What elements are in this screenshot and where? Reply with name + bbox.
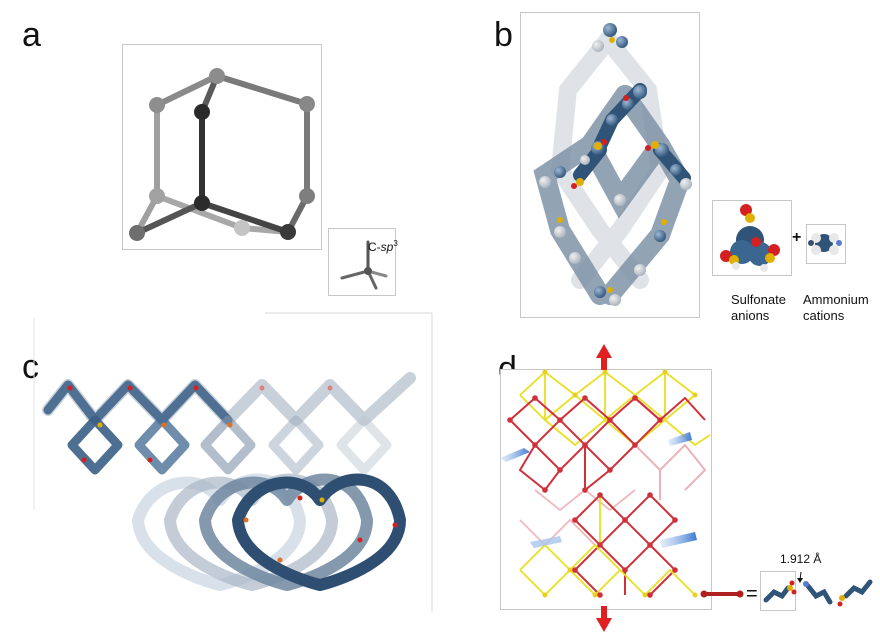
sp3-label-italic: sp bbox=[380, 240, 394, 254]
panel-label-a: a bbox=[22, 16, 41, 54]
framework-atoms bbox=[539, 23, 692, 306]
blue-arrow-left bbox=[500, 448, 530, 462]
sp3-inset-frame bbox=[328, 228, 396, 296]
sp3-label-sup: 3 bbox=[393, 239, 398, 248]
blue-arrow-lower-right bbox=[660, 532, 697, 548]
ammonium-legend-line2: cations bbox=[803, 308, 845, 323]
blue-arrow-right bbox=[668, 432, 692, 446]
sp3-label-prefix: C- bbox=[368, 240, 381, 254]
sulfonate-legend-line1: Sulfonate bbox=[731, 292, 786, 307]
red-arrow-up bbox=[596, 344, 612, 370]
ammonium-cation-model bbox=[808, 233, 842, 255]
equals-sign: = bbox=[746, 583, 758, 605]
ammonium-legend: Ammonium cations bbox=[803, 292, 869, 324]
plus-sign: + bbox=[792, 229, 802, 246]
sulfonate-legend-line2: anions bbox=[731, 308, 770, 323]
sulfonate-legend: Sulfonate anions bbox=[731, 292, 786, 324]
molecule-strip bbox=[763, 571, 873, 607]
panel-label-c: c bbox=[22, 348, 39, 386]
rod-legend-icon bbox=[700, 590, 744, 598]
distance-label: 1.912 Å bbox=[780, 552, 822, 566]
red-arrow-down bbox=[596, 606, 612, 632]
blue-arrow-lower-left bbox=[530, 536, 562, 548]
sulfonate-anion-model bbox=[720, 204, 780, 272]
tetrahedral-node-icon bbox=[340, 240, 388, 290]
ammonium-legend-line1: Ammonium bbox=[803, 292, 869, 307]
sp3-label: C-sp3 bbox=[368, 236, 398, 255]
panel-label-b: b bbox=[494, 16, 513, 54]
